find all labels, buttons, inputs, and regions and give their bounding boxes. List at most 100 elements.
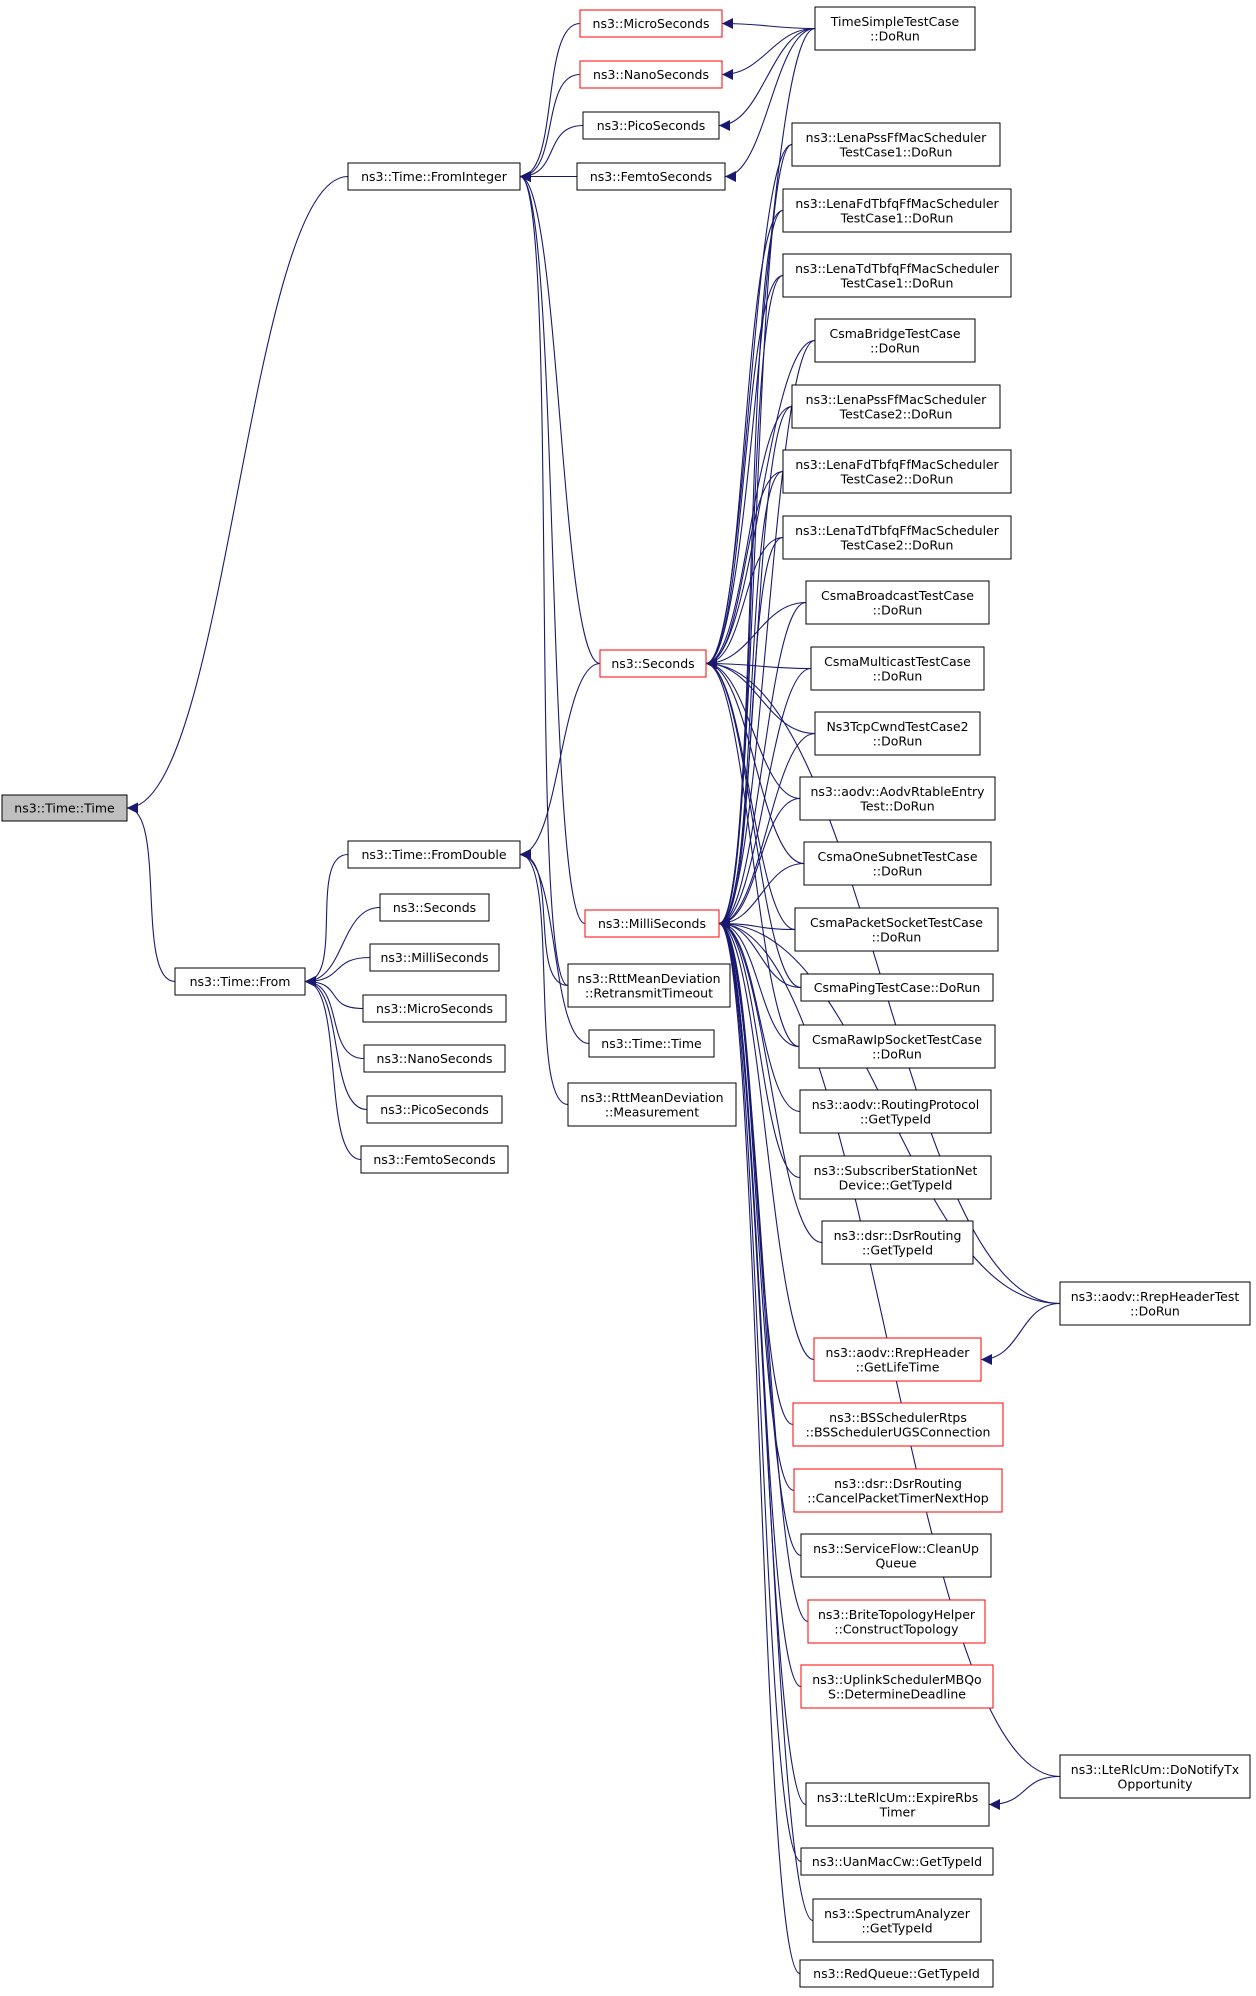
graph-node-csma_bcast[interactable]: CsmaBroadcastTestCase::DoRun bbox=[805, 580, 990, 625]
graph-node-ns3tcp[interactable]: Ns3TcpCwndTestCase2::DoRun bbox=[814, 711, 981, 756]
graph-node-red[interactable]: ns3::RedQueue::GetTypeId bbox=[799, 1959, 994, 1988]
node-box bbox=[1059, 1754, 1251, 1799]
node-box bbox=[810, 646, 985, 691]
graph-node-spectrum[interactable]: ns3::SpectrumAnalyzer::GetTypeId bbox=[812, 1898, 982, 1943]
node-label: ns3::BriteTopologyHelper bbox=[818, 1607, 976, 1622]
graph-node-csma_bridge[interactable]: CsmaBridgeTestCase::DoRun bbox=[814, 318, 976, 363]
graph-node-rrep_life[interactable]: ns3::aodv::RrepHeader::GetLifeTime bbox=[813, 1337, 982, 1382]
call-edge-csma_ping-to-milli bbox=[718, 918, 802, 989]
graph-node-seconds[interactable]: ns3::Seconds bbox=[599, 649, 707, 678]
graph-node-nano1[interactable]: ns3::NanoSeconds bbox=[579, 60, 723, 89]
node-box bbox=[1059, 1281, 1251, 1326]
node-label: ns3::LenaPssFfMacScheduler bbox=[806, 130, 988, 145]
node-label: TestCase2::DoRun bbox=[839, 406, 953, 421]
node-label: ns3::MilliSeconds bbox=[598, 916, 706, 931]
graph-node-milli2[interactable]: ns3::MilliSeconds bbox=[369, 943, 500, 972]
graph-node-rrep_test[interactable]: ns3::aodv::RrepHeaderTest::DoRun bbox=[1059, 1281, 1251, 1326]
node-box bbox=[812, 1898, 982, 1943]
node-box bbox=[814, 6, 976, 51]
call-edge-seconds-to-from_integer bbox=[519, 171, 601, 665]
node-label: ns3::dsr::DsrRouting bbox=[834, 1228, 962, 1243]
graph-node-lena_td2[interactable]: ns3::LenaTdTbfqFfMacSchedulerTestCase2::… bbox=[782, 515, 1012, 560]
graph-node-lena_fd2[interactable]: ns3::LenaFdTbfqFfMacSchedulerTestCase2::… bbox=[782, 449, 1012, 494]
call-edge-from-to-root bbox=[126, 802, 176, 983]
graph-node-from_double[interactable]: ns3::Time::FromDouble bbox=[347, 840, 521, 869]
graph-node-dsr_gt[interactable]: ns3::dsr::DsrRouting::GetTypeId bbox=[821, 1220, 974, 1265]
graph-node-uan[interactable]: ns3::UanMacCw::GetTypeId bbox=[800, 1847, 994, 1876]
graph-node-bs_sched[interactable]: ns3::BSSchedulerRtps::BSSchedulerUGSConn… bbox=[792, 1402, 1004, 1447]
graph-node-lena_pss2[interactable]: ns3::LenaPssFfMacSchedulerTestCase2::DoR… bbox=[791, 384, 1001, 429]
node-box bbox=[791, 122, 1001, 167]
call-edge-spectrum-to-milli bbox=[718, 918, 814, 1922]
call-edge-lena_td2-to-seconds bbox=[705, 536, 784, 669]
graph-node-pico1[interactable]: ns3::PicoSeconds bbox=[582, 111, 720, 140]
graph-node-brite[interactable]: ns3::BriteTopologyHelper::ConstructTopol… bbox=[807, 1599, 986, 1644]
node-label: CsmaBroadcastTestCase bbox=[821, 588, 974, 603]
graph-node-subscriber[interactable]: ns3::SubscriberStationNetDevice::GetType… bbox=[799, 1155, 992, 1200]
node-box bbox=[799, 776, 996, 821]
node-box bbox=[579, 9, 723, 38]
call-edge-lena_td1-to-seconds bbox=[705, 274, 784, 669]
graph-node-lena_td1[interactable]: ns3::LenaTdTbfqFfMacSchedulerTestCase1::… bbox=[782, 253, 1012, 298]
graph-node-csma_ping[interactable]: CsmaPingTestCase::DoRun bbox=[800, 973, 994, 1002]
node-label: ns3::UanMacCw::GetTypeId bbox=[812, 1854, 982, 1869]
node-box bbox=[814, 711, 981, 756]
node-box bbox=[347, 162, 521, 191]
node-box bbox=[800, 1847, 994, 1876]
graph-node-uplink[interactable]: ns3::UplinkSchedulerMBQoS::DetermineDead… bbox=[800, 1664, 994, 1709]
graph-node-rtt_retx[interactable]: ns3::RttMeanDeviation::RetransmitTimeout bbox=[567, 963, 731, 1008]
graph-node-from_integer[interactable]: ns3::Time::FromInteger bbox=[347, 162, 521, 191]
graph-node-tsimple[interactable]: TimeSimpleTestCase::DoRun bbox=[814, 6, 976, 51]
node-box bbox=[813, 1337, 982, 1382]
graph-node-csma_raw[interactable]: CsmaRawIpSocketTestCase::DoRun bbox=[798, 1024, 996, 1069]
node-box bbox=[576, 162, 726, 191]
graph-node-csma_pkt[interactable]: CsmaPacketSocketTestCase::DoRun bbox=[794, 907, 999, 952]
node-box bbox=[369, 943, 500, 972]
graph-node-micro1[interactable]: ns3::MicroSeconds bbox=[579, 9, 723, 38]
node-label: ns3::NanoSeconds bbox=[377, 1051, 493, 1066]
node-box bbox=[791, 384, 1001, 429]
node-label: ::BSSchedulerUGSConnection bbox=[806, 1424, 991, 1439]
graph-node-lena_fd1[interactable]: ns3::LenaFdTbfqFfMacSchedulerTestCase1::… bbox=[782, 188, 1012, 233]
call-edge-time_time2-to-from_double bbox=[519, 849, 590, 1045]
node-box bbox=[782, 253, 1012, 298]
call-edge-tsimple-to-micro1 bbox=[721, 18, 816, 30]
call-edge-lena_pss2-to-seconds bbox=[705, 405, 793, 669]
graph-node-pico2[interactable]: ns3::PicoSeconds bbox=[366, 1095, 503, 1124]
node-label: ::GetTypeId bbox=[861, 1920, 932, 1935]
node-label: Timer bbox=[879, 1804, 917, 1819]
node-box bbox=[782, 188, 1012, 233]
graph-node-csma_one[interactable]: CsmaOneSubnetTestCase::DoRun bbox=[803, 841, 992, 886]
graph-node-nano2[interactable]: ns3::NanoSeconds bbox=[363, 1044, 506, 1073]
graph-node-milli[interactable]: ns3::MilliSeconds bbox=[584, 909, 720, 938]
graph-node-femto1[interactable]: ns3::FemtoSeconds bbox=[576, 162, 726, 191]
graph-node-aodv_rp[interactable]: ns3::aodv::RoutingProtocol::GetTypeId bbox=[799, 1089, 992, 1134]
graph-node-lena_pss1[interactable]: ns3::LenaPssFfMacSchedulerTestCase1::DoR… bbox=[791, 122, 1001, 167]
node-box bbox=[379, 893, 490, 922]
node-label: ns3::LenaPssFfMacScheduler bbox=[806, 392, 988, 407]
graph-node-csma_mcast[interactable]: CsmaMulticastTestCase::DoRun bbox=[810, 646, 985, 691]
node-box bbox=[363, 1044, 506, 1073]
node-label: ns3::LteRlcUm::ExpireRbs bbox=[817, 1790, 979, 1805]
graph-node-dsr_cancel[interactable]: ns3::dsr::DsrRouting::CancelPacketTimerN… bbox=[793, 1468, 1003, 1513]
node-box bbox=[798, 1024, 996, 1069]
graph-node-rtt_meas[interactable]: ns3::RttMeanDeviation::Measurement bbox=[567, 1082, 737, 1127]
graph-node-from[interactable]: ns3::Time::From bbox=[174, 967, 306, 996]
node-box bbox=[794, 907, 999, 952]
call-edge-from_double-to-from bbox=[304, 853, 349, 987]
call-edge-csma_one-to-milli bbox=[718, 862, 805, 929]
node-label: ::DoRun bbox=[872, 1046, 922, 1061]
graph-node-femto2[interactable]: ns3::FemtoSeconds bbox=[360, 1145, 509, 1174]
node-label: ns3::MicroSeconds bbox=[593, 16, 710, 31]
node-label: CsmaPingTestCase::DoRun bbox=[814, 980, 981, 995]
node-label: ns3::LenaTdTbfqFfMacScheduler bbox=[795, 261, 1000, 276]
graph-node-seconds2[interactable]: ns3::Seconds bbox=[379, 893, 490, 922]
node-label: ns3::Seconds bbox=[611, 656, 694, 671]
graph-node-micro2[interactable]: ns3::MicroSeconds bbox=[362, 994, 507, 1023]
node-label: ns3::aodv::RoutingProtocol bbox=[812, 1097, 980, 1112]
graph-node-time_time2[interactable]: ns3::Time::Time bbox=[588, 1029, 715, 1058]
